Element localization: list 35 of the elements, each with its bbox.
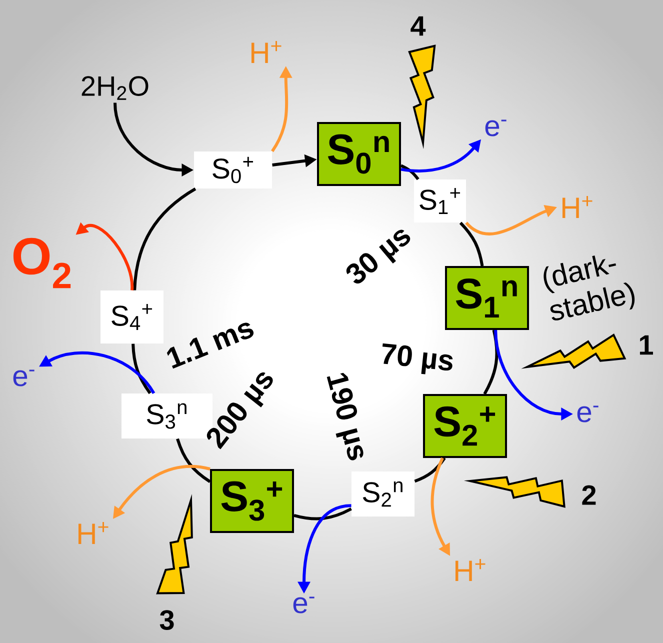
time-label: 70 µs [382,343,453,374]
species-label: H$^{+}$ [456,559,486,581]
connector-line [400,164,420,180]
connector-line [483,330,498,395]
connector-line [414,457,446,483]
flash-number: 1 [640,335,653,355]
species-label: e$^{-}$ [577,406,598,422]
state-box: S$_{0}$n [317,122,401,186]
connector-line [459,222,484,266]
flash-number: 3 [160,610,174,630]
state-box: S$_{4}$+ [100,290,164,344]
connector-line [176,438,211,483]
note-text: (dark-stable) [544,255,635,320]
species-label: e$^{-}$ [13,370,34,386]
species-label: O$_{2}$ [13,238,71,288]
time-label: 190 µs [326,372,364,460]
state-box: S$_{1}$n [445,266,529,330]
connector-line [132,344,152,394]
species-label: H$^{+}$ [252,41,282,63]
connector-line [294,508,352,520]
species-label: e$^{-}$ [293,596,314,614]
species-label: H$^{+}$ [78,522,108,544]
state-box: S$_{0}$+ [194,152,272,188]
state-box: S$_{1}$+ [414,180,466,222]
species-label: e$^{-}$ [485,120,506,136]
state-box: S$_{3}$+ [210,469,294,533]
connector-line [133,188,196,290]
flash-number: 4 [410,16,426,36]
species-label: 2H$_{2}$O [82,76,148,100]
time-label: 30 µs [346,230,410,284]
state-box: S$_{2}$+ [423,394,507,458]
time-label: 1.1 ms [166,322,254,369]
flash-number: 2 [582,485,596,505]
state-box: S$_{2}$n [352,472,414,516]
species-label: H$^{+}$ [562,196,592,218]
